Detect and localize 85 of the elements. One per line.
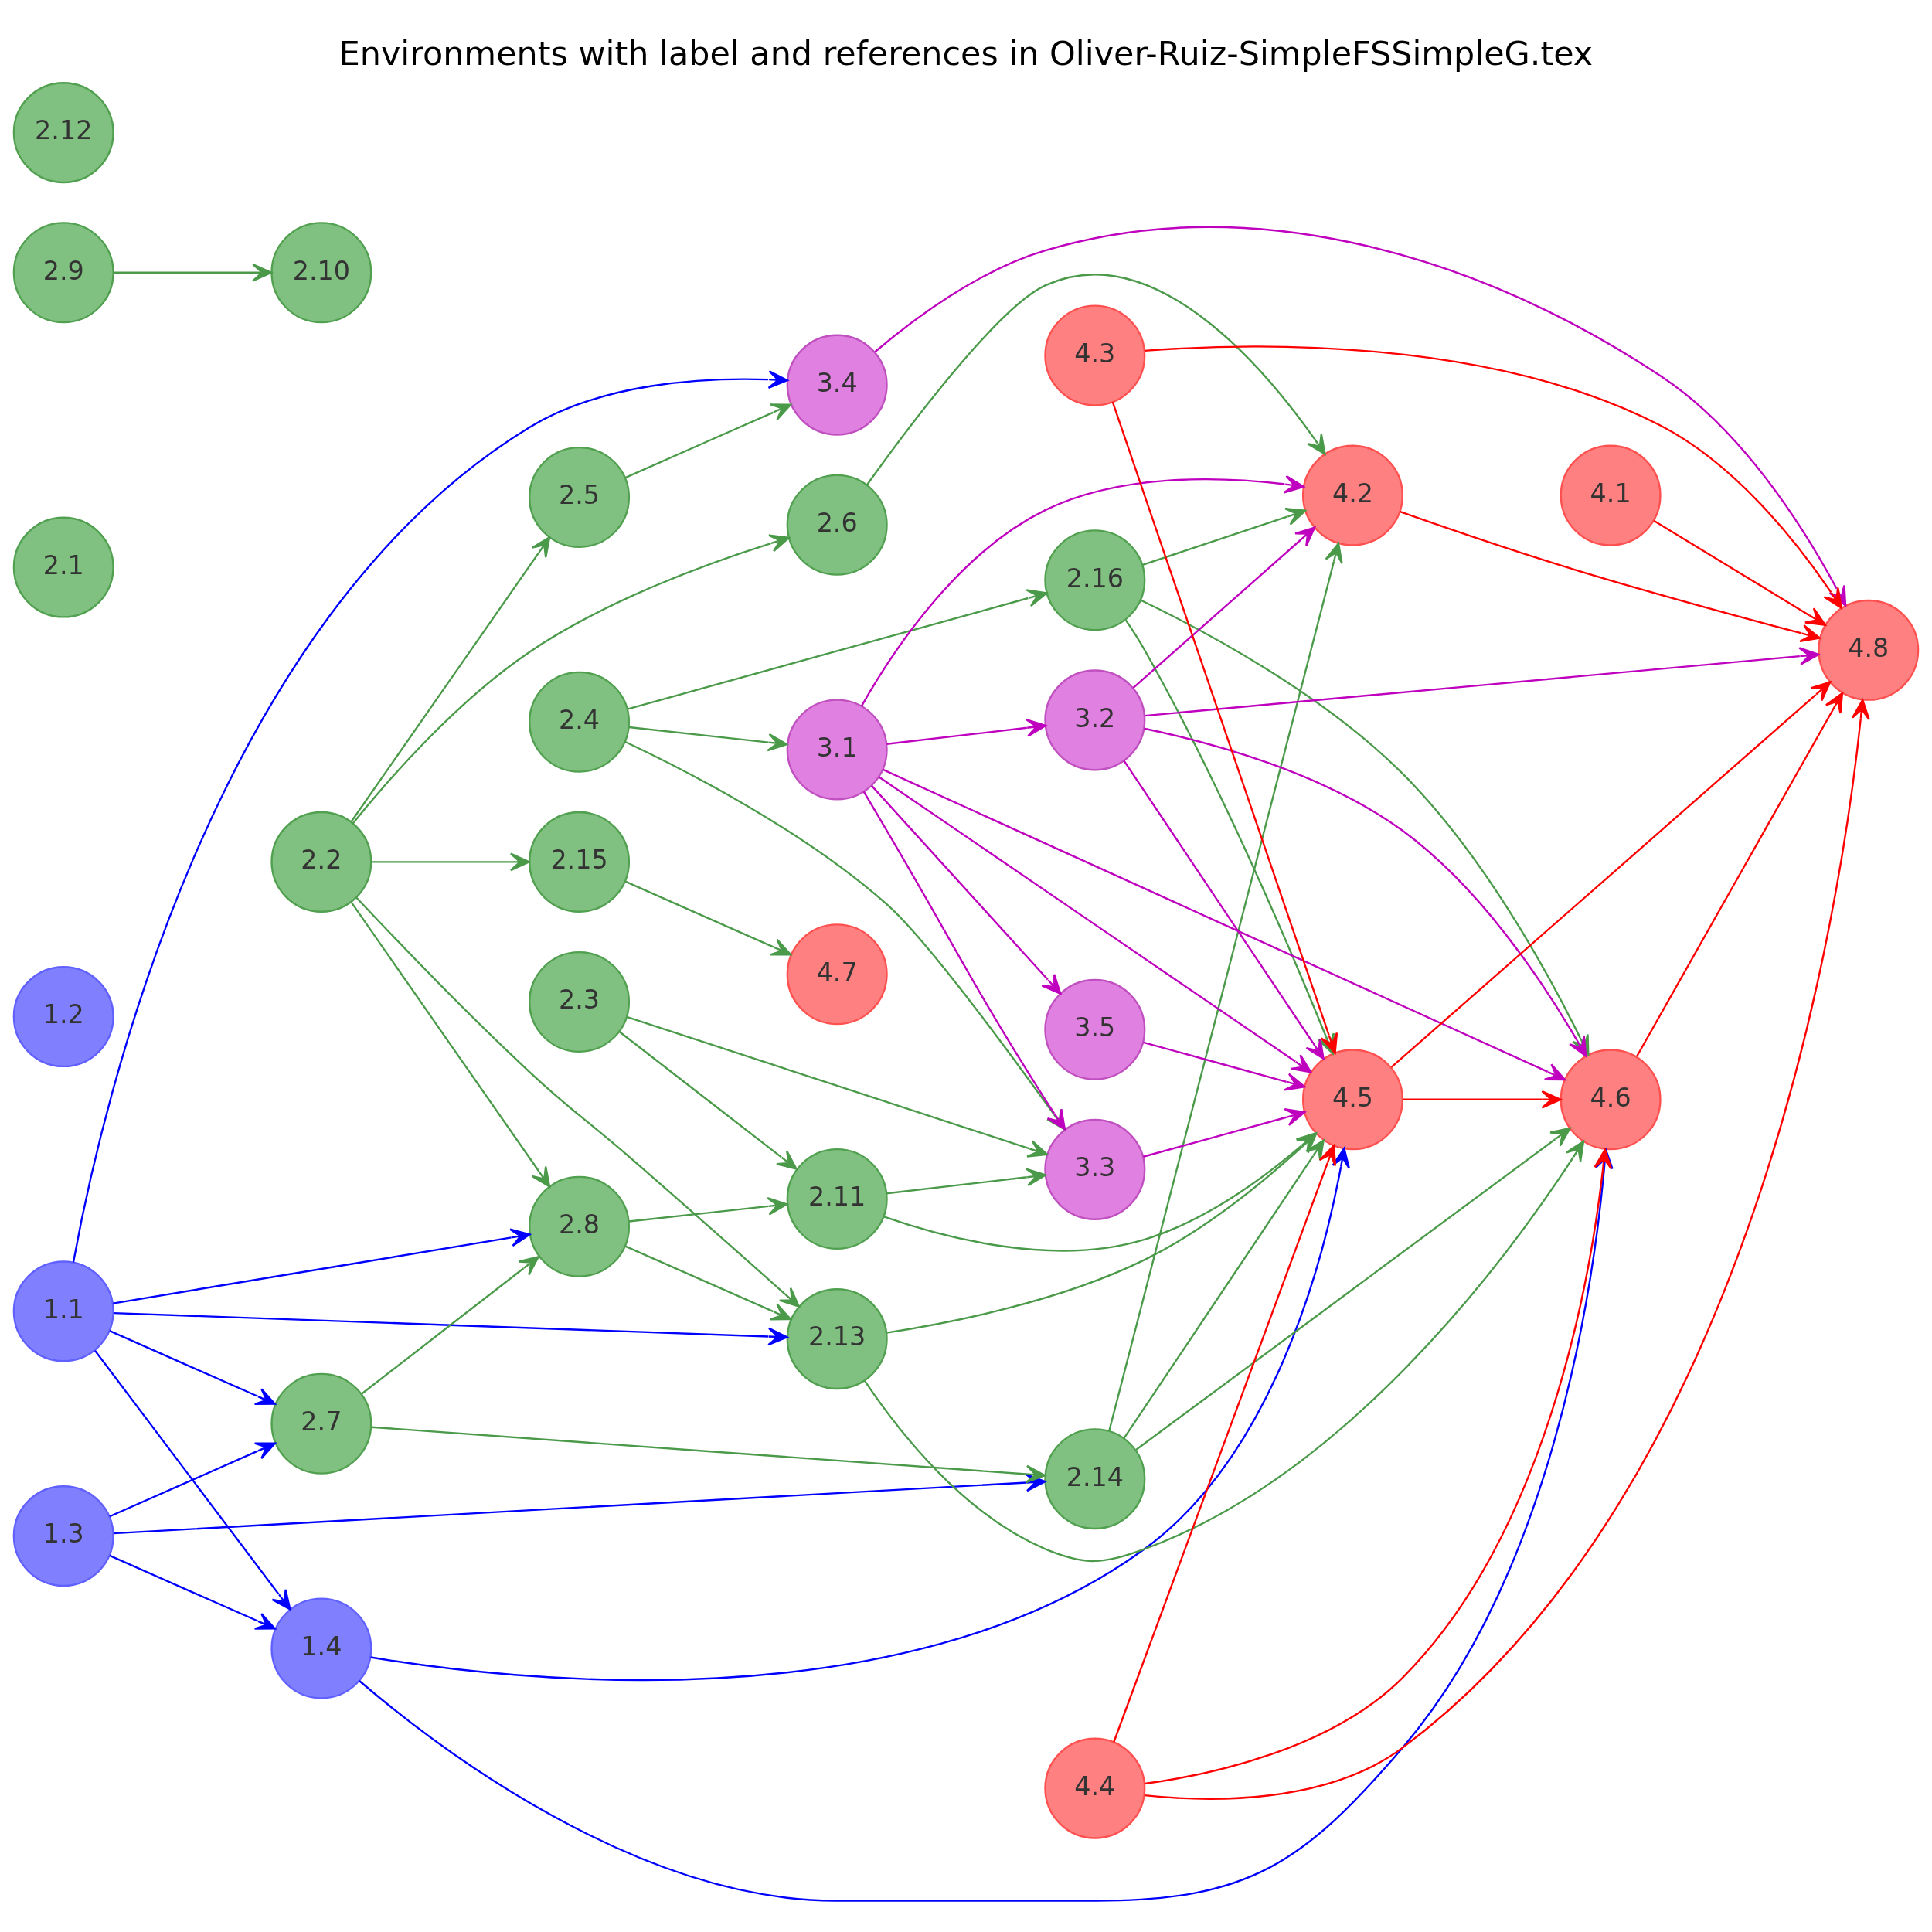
node-circle: 3.5 (1044, 978, 1146, 1080)
arrow (866, 274, 1326, 485)
arrow (1144, 699, 1870, 1800)
node-circle: 3.1 (786, 699, 888, 801)
node-circle: 2.5 (529, 446, 631, 549)
node-circle: 1.2 (12, 966, 114, 1068)
arrow (1636, 692, 1844, 1057)
arrow (370, 1148, 1350, 1682)
node-circle: 2.12 (12, 82, 114, 184)
arrow (352, 534, 790, 825)
arrow (109, 1330, 276, 1406)
arrow (624, 403, 792, 479)
node-circle: 1.1 (12, 1260, 114, 1362)
arrow (878, 776, 1312, 1073)
arrow (628, 1197, 788, 1223)
node-circle: 4.2 (1301, 444, 1403, 546)
arrow (619, 1031, 798, 1170)
node-circle: 2.9 (12, 222, 114, 324)
arrow (94, 1350, 291, 1611)
arrow (862, 791, 1066, 1131)
node-circle: 2.14 (1044, 1428, 1146, 1530)
node-circle: 2.4 (529, 671, 631, 773)
arrow (1123, 1139, 1325, 1439)
arrow (1143, 1108, 1306, 1158)
arrow (627, 589, 1048, 710)
node-circle: 2.1 (12, 516, 114, 618)
node-circle: 2.10 (270, 222, 372, 324)
node-circle: 4.1 (1560, 444, 1662, 546)
arrow (624, 1245, 792, 1321)
arrow (1142, 507, 1307, 566)
arrow (1132, 526, 1316, 689)
arrow (371, 1426, 1046, 1484)
node-circle: 1.3 (12, 1485, 114, 1587)
node-circle: 4.5 (1301, 1049, 1403, 1151)
arrow (1145, 647, 1820, 717)
arrow (1123, 760, 1325, 1060)
node-circle: 3.3 (1044, 1118, 1146, 1220)
arrow (350, 901, 551, 1188)
arrow (350, 536, 551, 822)
arrow (624, 740, 1066, 1131)
arrow (1135, 1127, 1571, 1451)
arrow (114, 263, 273, 282)
arrow (1390, 681, 1832, 1068)
arrow (864, 1140, 1585, 1562)
node-circle: 2.2 (270, 811, 372, 913)
arrow (886, 718, 1047, 745)
node-circle: 3.2 (1044, 669, 1146, 771)
arrow (883, 768, 1566, 1081)
arrow (109, 1554, 276, 1630)
arrow (355, 896, 800, 1308)
arrow (628, 726, 788, 752)
arrow (1403, 1090, 1562, 1109)
node-circle: 4.8 (1818, 599, 1920, 701)
node-circle: 2.13 (786, 1288, 888, 1390)
arrow (1144, 345, 1842, 609)
node-circle: 2.11 (786, 1148, 888, 1250)
node-circle: 4.4 (1044, 1737, 1146, 1839)
arrow (113, 1228, 531, 1304)
arrow (113, 1311, 788, 1346)
node-circle: 2.15 (529, 811, 631, 913)
arrow (361, 1256, 539, 1395)
node-circle: 2.8 (529, 1175, 631, 1277)
arrow (860, 474, 1304, 707)
arrow (72, 370, 789, 1263)
arrow (1113, 1145, 1337, 1743)
node-circle: 2.6 (786, 474, 888, 576)
node-circle: 4.7 (786, 923, 888, 1026)
arrow (109, 1442, 276, 1518)
node-circle: 2.3 (529, 951, 631, 1053)
arrow (1653, 519, 1826, 626)
diagram-title: Environments with label and references in Oliver-Ruiz-SimpleFSSimpleG.tex (338, 34, 1594, 73)
node-circle: 2.16 (1044, 529, 1146, 631)
arrow (371, 852, 530, 872)
arrow (886, 1168, 1047, 1195)
arrow (627, 1015, 1049, 1158)
arrow (1143, 1041, 1306, 1091)
arrow (1108, 543, 1343, 1431)
arrow (624, 880, 792, 956)
arrow (1400, 511, 1821, 643)
node-circle: 4.3 (1044, 304, 1146, 406)
node-circle: 3.4 (786, 334, 888, 436)
node-circle: 4.6 (1560, 1049, 1662, 1151)
node-circle: 2.7 (270, 1372, 372, 1475)
node-circle: 1.4 (270, 1597, 372, 1699)
arrow (871, 784, 1062, 995)
